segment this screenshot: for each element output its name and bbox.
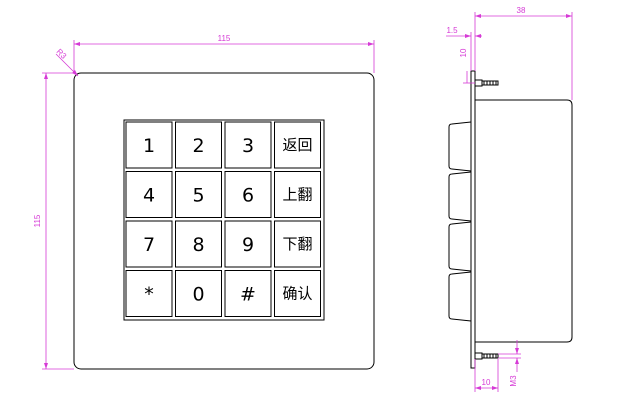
key-label: 3 [242, 135, 254, 157]
key-button-outline [175, 121, 222, 169]
key-label: * [144, 284, 154, 306]
front-height-label: 115 [33, 214, 42, 227]
front-panel-outline [73, 72, 375, 370]
key-button-outline [274, 270, 321, 317]
side-plate-dimension: 1.5 [446, 26, 482, 71]
key-button-outline [224, 270, 272, 317]
key-label: 1 [143, 135, 155, 157]
key-label: 4 [143, 185, 155, 207]
side-screw-dimension: M3 [498, 340, 521, 387]
side-screw-label: M3 [509, 375, 518, 387]
front-width-label: 115 [218, 34, 231, 43]
key-label: 确认 [282, 285, 312, 303]
keypad-keys: 1 2 3 返回 4 5 6 上翻 7 8 9 下翻 * 0 # 确认 [125, 121, 321, 317]
key-label: 下翻 [282, 235, 312, 253]
key-button-outline [125, 220, 173, 268]
key-label: 0 [192, 284, 204, 306]
key-button-outline [175, 171, 222, 218]
key-button-outline [125, 270, 173, 317]
side-view: 38 1.5 10 M3 [446, 6, 573, 392]
key-label: 6 [242, 185, 254, 207]
front-view: 1 2 3 返回 4 5 6 上翻 7 8 9 下翻 * 0 # 确认 115 115 R3 [33, 34, 375, 370]
corner-radius-callout: R3 [55, 47, 79, 77]
side-rear-housing [475, 99, 573, 343]
key-label: 8 [192, 234, 204, 256]
key-label: 7 [143, 234, 155, 256]
key-button-outline [125, 121, 173, 169]
key-button-outline [274, 220, 321, 268]
side-front-plate [470, 70, 476, 369]
keypad-frame [123, 119, 325, 321]
side-key-caps [448, 121, 472, 322]
key-button-outline [175, 270, 222, 317]
key-label: 2 [192, 135, 204, 157]
key-label: 返回 [282, 136, 312, 154]
key-label: 上翻 [282, 186, 312, 204]
side-top-offset-dimension: 10 [459, 48, 475, 84]
key-label: # [240, 284, 256, 306]
key-button-outline [125, 171, 173, 218]
side-bottom-offset-label: 10 [482, 378, 491, 387]
key-button-outline [274, 171, 321, 218]
key-label: 5 [192, 185, 204, 207]
front-height-dimension: 115 [33, 72, 74, 370]
key-label: 9 [242, 234, 254, 256]
front-width-dimension: 115 [73, 34, 375, 73]
key-button-outline [224, 220, 272, 268]
key-button-outline [274, 121, 321, 169]
side-depth-label: 38 [517, 6, 526, 15]
side-top-offset-label: 10 [459, 48, 468, 57]
side-mounting-studs [474, 79, 499, 360]
corner-radius-label: R3 [55, 47, 69, 61]
side-plate-label: 1.5 [446, 26, 458, 35]
side-depth-dimension: 38 [474, 6, 573, 100]
key-button-outline [224, 121, 272, 169]
side-bottom-offset-dimension: 10 [474, 359, 499, 392]
key-button-outline [175, 220, 222, 268]
key-button-outline [224, 171, 272, 218]
